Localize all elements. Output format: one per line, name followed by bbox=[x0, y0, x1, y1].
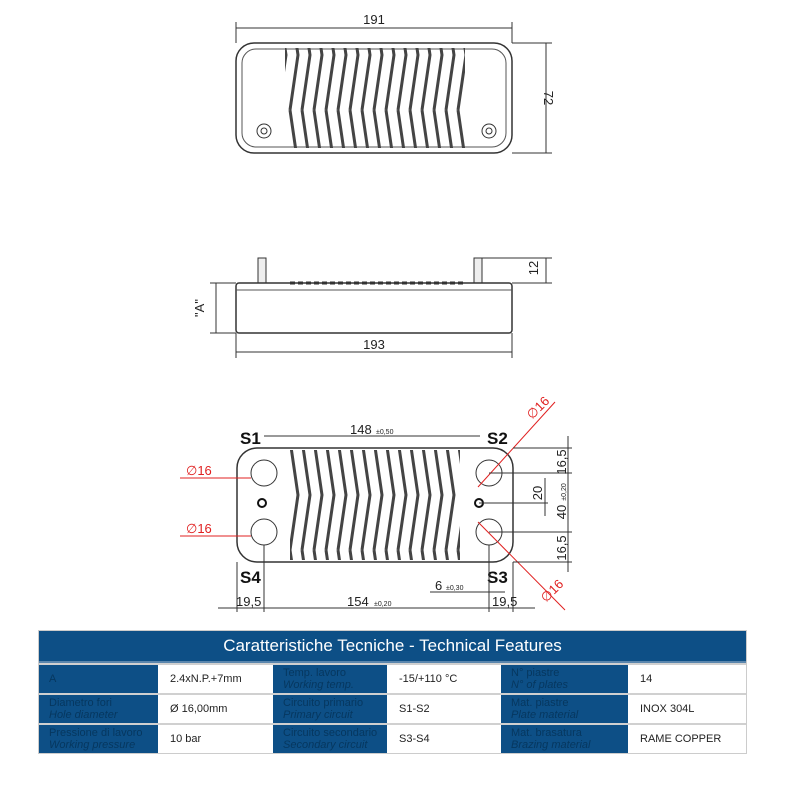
label-en: Plate material bbox=[511, 709, 579, 721]
v-spacing-tolerance: ±0,20 bbox=[561, 483, 568, 501]
technical-drawing: 191 72 193 "A" 12 S1 S2 S3 S4 148 ±0,50 … bbox=[180, 12, 572, 612]
bottom-spacing-tolerance: ±0,20 bbox=[374, 601, 392, 608]
value-cell: 2.4xN.P.+7mm bbox=[158, 665, 273, 693]
value-cell: -15/+110 °C bbox=[387, 665, 501, 693]
h-spacing-tolerance: ±0,50 bbox=[376, 429, 394, 436]
label-it: A bbox=[49, 673, 57, 685]
port-label-s2: S2 bbox=[487, 429, 508, 448]
table-title: Caratteristiche Tecniche - Technical Fea… bbox=[39, 631, 746, 663]
offset-dimension: 6 bbox=[435, 578, 442, 593]
front-view: S1 S2 S3 S4 148 ±0,50 ∅16 ∅16 ∅16 ∅16 16… bbox=[180, 393, 572, 612]
edge-top-dimension: 16,5 bbox=[554, 449, 569, 474]
label-it: N° piastre bbox=[511, 667, 560, 679]
hole-dia-s4: ∅16 bbox=[186, 521, 212, 536]
label-en: N° of plates bbox=[511, 679, 568, 691]
port-label-s4: S4 bbox=[240, 568, 261, 587]
value-cell: 10 bar bbox=[158, 725, 273, 753]
port-label-s3: S3 bbox=[487, 568, 508, 587]
label-en: Working temp. bbox=[283, 679, 354, 691]
label-en: Brazing material bbox=[511, 739, 591, 751]
top-view: 191 72 bbox=[235, 12, 556, 154]
value-cell: S1-S2 bbox=[387, 695, 501, 723]
height-dimension: 72 bbox=[541, 91, 556, 105]
value-cell: S3-S4 bbox=[387, 725, 501, 753]
label-en: Working pressure bbox=[49, 739, 136, 751]
technical-features-table: Caratteristiche Tecniche - Technical Fea… bbox=[38, 630, 747, 754]
value-cell: Ø 16,00mm bbox=[158, 695, 273, 723]
h-spacing-dimension: 148 bbox=[350, 422, 372, 437]
width-dimension: 191 bbox=[363, 12, 385, 27]
edge-bottom-dimension: 16,5 bbox=[554, 535, 569, 560]
label-it: Temp. lavoro bbox=[283, 667, 346, 679]
v-spacing-dimension: 40 bbox=[554, 505, 569, 519]
value-cell: INOX 304L bbox=[628, 695, 746, 723]
offset-tolerance: ±0,30 bbox=[446, 585, 464, 592]
port-label-s1: S1 bbox=[240, 429, 261, 448]
hole-dia-s2: ∅16 bbox=[524, 393, 553, 422]
side-view: 193 "A" 12 bbox=[192, 257, 552, 358]
label-it: Pressione di lavoro bbox=[49, 727, 143, 739]
label-it: Circuito secondario bbox=[283, 727, 378, 739]
center-offset-dimension: 20 bbox=[530, 486, 545, 500]
label-it: Circuito primario bbox=[283, 697, 364, 709]
value-cell: 14 bbox=[628, 665, 746, 693]
label-en: Primary circuit bbox=[283, 709, 353, 721]
fitting-height-dimension: 12 bbox=[526, 261, 541, 275]
label-en: Secondary circuit bbox=[283, 739, 368, 751]
thickness-dimension: "A" bbox=[192, 299, 207, 317]
edge-left-dimension: 19,5 bbox=[236, 594, 261, 609]
label-cell: A bbox=[39, 665, 158, 693]
label-it: Diametro fori bbox=[49, 697, 112, 709]
length-dimension: 193 bbox=[363, 337, 385, 352]
edge-right-dimension: 19,5 bbox=[492, 594, 517, 609]
label-it: Mat. piastre bbox=[511, 697, 569, 709]
hole-dia-s3: ∅16 bbox=[538, 576, 567, 605]
value-cell: RAME COPPER bbox=[628, 725, 746, 753]
hole-dia-s1: ∅16 bbox=[186, 463, 212, 478]
label-en: Hole diameter bbox=[49, 709, 118, 721]
label-it: Mat. brasatura bbox=[511, 727, 582, 739]
bottom-spacing-dimension: 154 bbox=[347, 594, 369, 609]
